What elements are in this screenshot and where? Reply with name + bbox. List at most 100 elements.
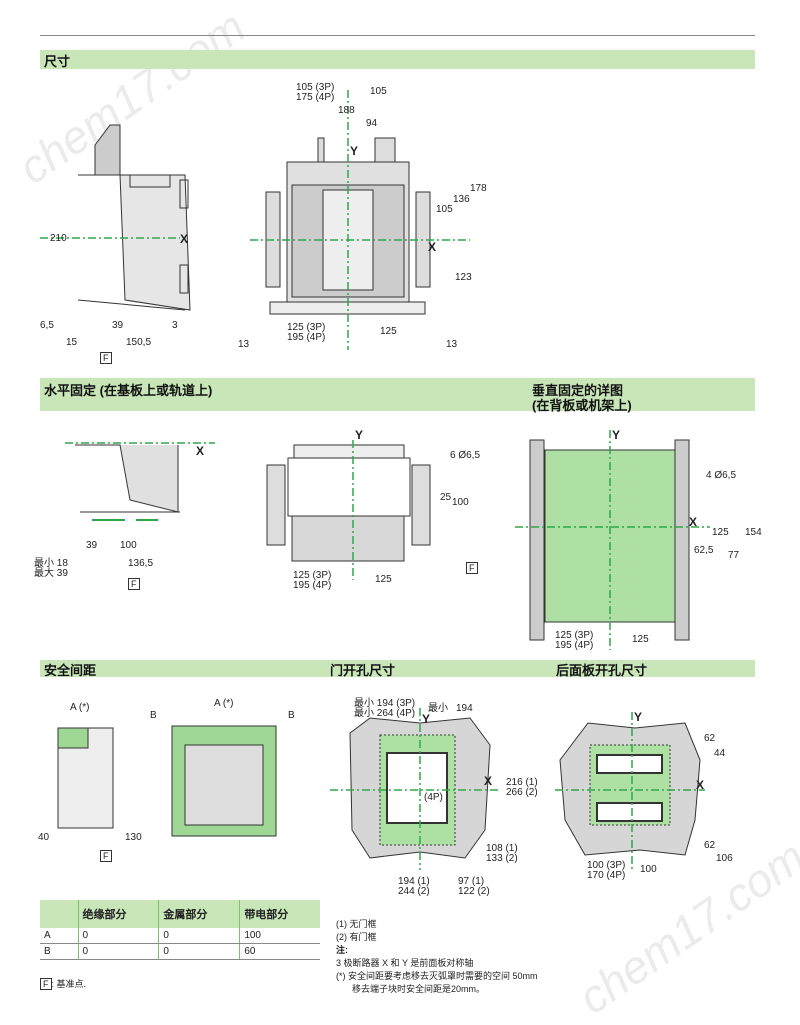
dim-label: 最小: [428, 703, 448, 714]
dim-label: 125: [632, 634, 649, 645]
note-heading: 注:: [336, 945, 348, 955]
axis-x-label: X: [196, 444, 205, 458]
dim-label: 216 (1): [506, 777, 538, 788]
dim-label: 130: [125, 832, 142, 843]
dim-label: 125: [712, 527, 729, 538]
dim-label: 15: [66, 337, 78, 348]
axis-x-label: X: [484, 774, 493, 788]
dim-label: 244 (2): [398, 886, 430, 897]
table-row: B 0 0 60: [40, 943, 320, 960]
section-title-horizontal: 水平固定 (在基板上或轨道上): [44, 383, 213, 398]
front-mount-drawing: [266, 444, 431, 562]
rear-cutout-drawing: [559, 722, 701, 856]
axis-y-label: Y: [612, 428, 621, 442]
clearance-b-label: B: [150, 710, 157, 721]
dim-label: 123: [455, 272, 472, 283]
dim-label: 最大 39: [34, 568, 68, 579]
dim-label: 125: [380, 326, 397, 337]
clearance-drawing: [57, 725, 277, 837]
dim-label: 105: [436, 204, 453, 215]
axis-x-label: X: [696, 778, 705, 792]
top-rule: [40, 35, 755, 36]
table-header: 金属部分: [158, 900, 240, 928]
dim-label: 150,5: [126, 337, 152, 348]
table-header: [40, 900, 78, 928]
dim-label: 最小 264 (4P): [354, 708, 416, 719]
dim-label: 62: [704, 733, 716, 744]
horizontal-mount-drawing: [75, 444, 180, 521]
dim-label: 97 (1): [458, 876, 485, 887]
footnotes: (1) 无门框 (2) 有门框 注: 3 极断路器 X 和 Y 是前面板对称轴 …: [336, 918, 538, 996]
dim-label: 195 (4P): [555, 640, 594, 651]
reference-point-marker: F: [466, 562, 478, 574]
reference-point-marker: F: [100, 352, 112, 364]
dim-label: 194: [456, 703, 473, 714]
dim-label: 6 Ø6,5: [450, 450, 481, 461]
table-header: 带电部分: [239, 900, 320, 928]
section-header-rear-cutout: 后面板开孔尺寸: [540, 660, 755, 678]
section-header-clearance: 安全间距: [40, 660, 310, 678]
dim-label: 125 (3P): [555, 630, 594, 641]
dim-label: 195 (4P): [287, 332, 326, 343]
axis-x-label: X: [180, 232, 189, 246]
dim-label: 62: [704, 840, 716, 851]
dim-label: 13: [446, 339, 458, 350]
table-cell: 60: [239, 943, 320, 960]
dim-label: 125 (3P): [293, 570, 332, 581]
note-5: 移去端子块时安全间距是20mm。: [352, 984, 486, 994]
axis-y-label: Y: [355, 428, 364, 442]
clearance-table: 绝缘部分 金属部分 带电部分 A 0 0 100 B 0 0 60: [40, 900, 320, 960]
section-header-door-cutout: 门开孔尺寸: [310, 660, 540, 678]
table-cell: 100: [239, 928, 320, 944]
dim-label: 195 (4P): [293, 580, 332, 591]
table-cell: A: [40, 928, 78, 944]
reference-point-marker: F: [100, 850, 112, 862]
section-title-vertical: 垂直固定的详图: [532, 383, 624, 398]
clearance-b-label: B: [288, 710, 295, 721]
section-header-mounting: 水平固定 (在基板上或轨道上) 垂直固定的详图 (在背板或机架上): [40, 378, 755, 413]
axis-x-label: X: [428, 240, 437, 254]
axis-y-label: Y: [634, 710, 643, 724]
dim-label: 最小 194 (3P): [354, 698, 416, 709]
dim-label: 136,5: [128, 558, 154, 569]
table-header: 绝缘部分: [77, 900, 159, 928]
dim-label: 13: [238, 339, 250, 350]
note-3: 3 极断路器 X 和 Y 是前面板对称轴: [336, 958, 474, 968]
axis-x-label: X: [689, 515, 698, 529]
table-cell: 0: [158, 943, 240, 960]
table-cell: 0: [77, 943, 159, 960]
reference-point-marker: F: [128, 578, 140, 590]
dim-label: 108 (1): [486, 843, 518, 854]
table-cell: 0: [158, 928, 240, 944]
dim-label: 77: [728, 550, 740, 561]
dim-label: 175 (4P): [296, 92, 335, 103]
dim-label: 4 Ø6,5: [706, 470, 737, 481]
table-row: A 0 0 100: [40, 928, 320, 944]
dim-label: 106: [716, 853, 733, 864]
dim-label: 100: [120, 540, 137, 551]
dim-label: 210: [50, 233, 67, 244]
dim-label: 100 (3P): [587, 860, 626, 871]
dim-label: 最小 18: [34, 558, 68, 569]
clearance-a-label: A (*): [214, 698, 234, 709]
dim-label: 170 (4P): [587, 870, 626, 881]
table-header-row: 绝缘部分 金属部分 带电部分: [40, 900, 320, 928]
axis-y-label: Y: [422, 712, 431, 726]
section-header-dimensions: 尺寸: [40, 50, 755, 69]
dim-label: 154: [745, 527, 762, 538]
dim-label: 6,5: [40, 320, 54, 331]
dim-label: 44: [714, 748, 726, 759]
table-cell: B: [40, 943, 78, 960]
dim-label: 100: [640, 864, 657, 875]
dim-label: 39: [112, 320, 124, 331]
dim-label: 194 (1): [398, 876, 430, 887]
table-cell: 0: [77, 928, 159, 944]
dim-label: 122 (2): [458, 886, 490, 897]
note-2: (2) 有门框: [336, 932, 377, 942]
dim-label: (4P): [424, 792, 443, 803]
dim-label: 188: [338, 105, 355, 116]
dim-label: 125 (3P): [287, 322, 326, 333]
axis-y-label: Y: [350, 144, 359, 158]
clearance-a-label: A (*): [70, 702, 90, 713]
